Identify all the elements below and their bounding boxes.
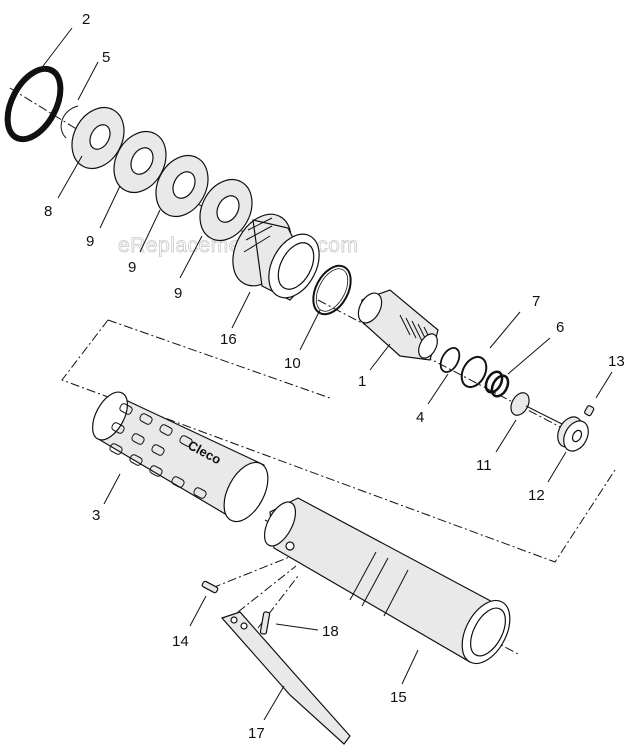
callout-12: 12: [528, 487, 545, 504]
part-9-spacer-b: [155, 154, 209, 218]
part-5-retaining-ring: [60, 105, 79, 139]
part-14-pin: [201, 580, 219, 594]
callout-14: 14: [172, 633, 189, 650]
callout-9a: 9: [86, 233, 94, 250]
callout-5: 5: [102, 49, 110, 66]
part-4-o-ring: [439, 347, 461, 373]
callout-1: 1: [358, 373, 366, 390]
part-16-housing-ring: [232, 213, 320, 301]
part-15-housing: [263, 497, 511, 665]
part-3-grip-sleeve: Cleco: [92, 391, 269, 523]
part-1-spindle: [357, 289, 439, 361]
callout-18: 18: [322, 623, 339, 640]
part-12-cap: [557, 416, 589, 452]
leader-lines: [39, 27, 613, 721]
part-18-pin: [259, 611, 271, 635]
callout-9c: 9: [174, 285, 182, 302]
callout-16: 16: [220, 331, 237, 348]
callout-17: 17: [248, 725, 265, 742]
part-10-o-ring: [312, 264, 352, 316]
callout-13: 13: [608, 353, 625, 370]
part-7-washer: [460, 355, 488, 389]
part-11-valve-stem: [510, 392, 567, 427]
callout-11: 11: [476, 457, 492, 474]
callout-labels: 2 5 8 9 9 9 16 10 1 4 7 6 13 11 12 3 14 …: [44, 11, 625, 742]
part-9-spacer-c: [199, 178, 253, 242]
callout-8: 8: [44, 203, 52, 220]
callout-7: 7: [532, 293, 540, 310]
part-13-pin: [584, 405, 595, 417]
callout-3: 3: [92, 507, 100, 524]
callout-15: 15: [390, 689, 407, 706]
callout-10: 10: [284, 355, 301, 372]
callout-2: 2: [82, 11, 90, 28]
callout-9b: 9: [128, 259, 136, 276]
part-8-washer: [71, 106, 125, 170]
part-2-o-ring: [4, 65, 64, 143]
part-17-lever: [220, 611, 351, 745]
callout-6: 6: [556, 319, 564, 336]
part-9-spacer-a: [113, 130, 167, 194]
callout-4: 4: [416, 409, 424, 426]
part-6-spring: [484, 370, 510, 398]
